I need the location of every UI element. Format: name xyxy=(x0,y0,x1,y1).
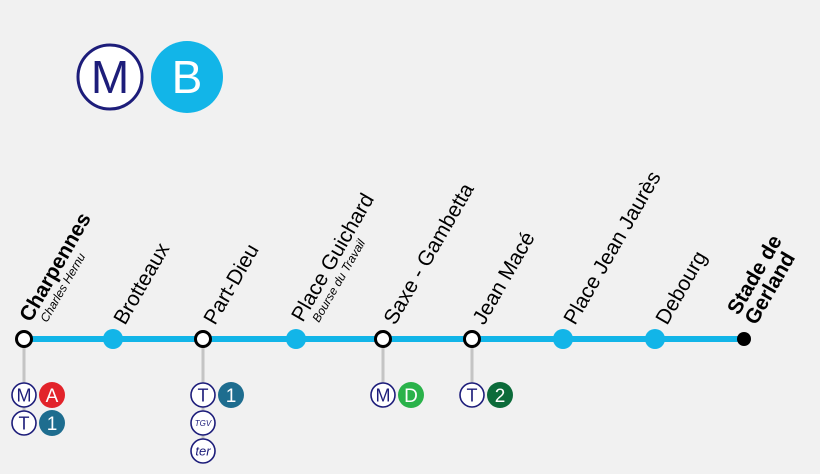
line-1-letter: 1 xyxy=(226,386,237,407)
station-place-jean-jaures-marker[interactable] xyxy=(553,329,573,349)
metro-mode-letter: M xyxy=(91,51,129,103)
station-saxe-gambetta-marker[interactable] xyxy=(374,330,392,348)
mode-ter-icon xyxy=(190,438,216,464)
line-a-letter: A xyxy=(46,386,59,407)
metro-mode-icon xyxy=(76,43,144,111)
station-brotteaux-marker[interactable] xyxy=(103,329,123,349)
line-a-badge xyxy=(39,382,65,408)
line-b-badge xyxy=(151,41,223,113)
station-part-dieu-marker[interactable] xyxy=(194,330,212,348)
mode-tgv-symbol: TGV xyxy=(195,419,212,428)
line-1-letter: 1 xyxy=(47,414,58,435)
station-charpennes-marker[interactable] xyxy=(15,330,33,348)
line-2-letter: 2 xyxy=(495,386,506,407)
mode-t-icon xyxy=(11,410,37,436)
station-place-jean-jaures-label: Place Jean Jaurès xyxy=(559,167,665,328)
station-jean-mace-marker[interactable] xyxy=(463,330,481,348)
line-d-letter: D xyxy=(404,386,418,407)
station-place-guichard-marker[interactable] xyxy=(286,329,306,349)
line-d-badge xyxy=(398,382,424,408)
station-jean-mace-label: Jean Macé xyxy=(468,228,539,328)
station-debourg-marker[interactable] xyxy=(645,329,665,349)
mode-t-symbol: T xyxy=(198,386,209,406)
station-part-dieu-connection-ter[interactable]: ter xyxy=(190,438,216,464)
station-part-dieu-name: Part-Dieu xyxy=(199,240,263,328)
mode-t-icon xyxy=(190,382,216,408)
line-logo: M B xyxy=(76,41,223,113)
line-1-badge xyxy=(39,410,65,436)
stations xyxy=(15,329,751,349)
station-debourg-label: Debourg xyxy=(651,247,711,328)
station-place-jean-jaures-name: Place Jean Jaurès xyxy=(559,167,665,328)
mode-m-symbol: M xyxy=(17,386,32,406)
station-saxe-gambetta-name: Saxe - Gambetta xyxy=(379,179,478,328)
mode-m-symbol: M xyxy=(376,386,391,406)
line-1-badge xyxy=(218,382,244,408)
mode-tgv-icon xyxy=(190,410,216,436)
station-stade-de-gerland-marker[interactable] xyxy=(737,332,751,346)
station-brotteaux-label: Brotteaux xyxy=(109,239,174,329)
mode-m-icon xyxy=(370,382,396,408)
line-2-badge xyxy=(487,382,513,408)
station-place-guichard-name: Place Guichard xyxy=(287,190,379,326)
station-part-dieu-label: Part-Dieu xyxy=(199,240,263,328)
mode-t-icon xyxy=(459,382,485,408)
station-jean-mace-name: Jean Macé xyxy=(468,228,539,328)
station-brotteaux-name: Brotteaux xyxy=(109,239,174,329)
station-part-dieu-connection-tgv[interactable]: TGV xyxy=(190,410,216,436)
station-saxe-gambetta-label: Saxe - Gambetta xyxy=(379,179,478,328)
mode-t-symbol: T xyxy=(19,414,30,434)
line-b-letter: B xyxy=(172,51,203,103)
mode-ter-symbol: ter xyxy=(195,444,211,459)
mode-t-symbol: T xyxy=(467,386,478,406)
station-debourg-name: Debourg xyxy=(651,247,711,328)
mode-m-icon xyxy=(11,382,37,408)
